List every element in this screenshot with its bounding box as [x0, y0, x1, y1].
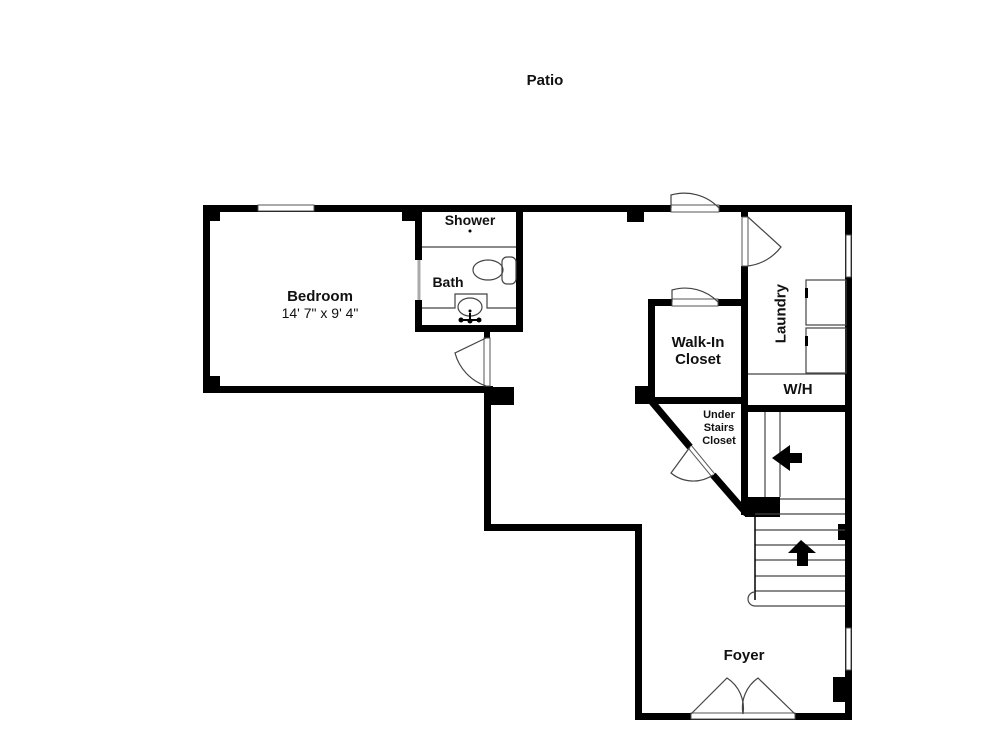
- walk-in-closet-line2: Closet: [675, 351, 721, 369]
- under-stairs-line1: Under: [703, 409, 735, 421]
- shower-label: Shower: [444, 212, 496, 228]
- room-walk-in-closet: Walk-In Closet: [655, 334, 741, 369]
- under-stairs-line2: Stairs: [703, 422, 735, 435]
- bath-label: Bath: [432, 274, 464, 290]
- bath-fixtures: [417, 229, 517, 324]
- laundry-fixtures: [748, 279, 847, 375]
- room-under-stairs-closet: Under Stairs Closet: [692, 409, 746, 449]
- stairs: [747, 412, 845, 607]
- foyer-label: Foyer: [723, 647, 765, 664]
- windows: [257, 204, 852, 671]
- walls: [203, 205, 852, 720]
- bedroom-label: Bedroom: [287, 288, 353, 305]
- water-heater-label: W/H: [783, 381, 813, 398]
- under-stairs-line3: Closet: [702, 435, 736, 448]
- bedroom-dimensions: 14' 7" x 9' 4": [281, 305, 359, 322]
- doors: [454, 192, 796, 720]
- room-bedroom: Bedroom 14' 7" x 9' 4": [230, 288, 410, 321]
- patio-label: Patio: [526, 72, 564, 89]
- laundry-label: Laundry: [772, 284, 790, 344]
- walk-in-closet-line1: Walk-In: [671, 334, 725, 351]
